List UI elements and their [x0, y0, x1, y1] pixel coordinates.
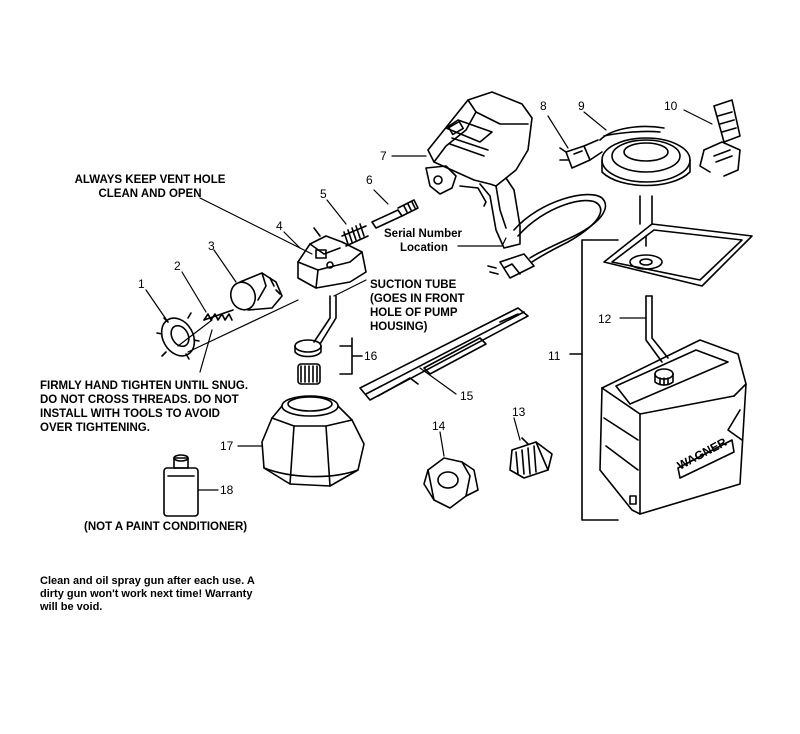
part-8-plug — [559, 139, 603, 169]
part-15-cleaning-tool — [359, 307, 529, 401]
part-18-oil-bottle — [163, 454, 199, 517]
suction-tube-note: SUCTION TUBE (GOES IN FRONT HOLE OF PUMP… — [370, 279, 465, 333]
part-number-12: 12 — [598, 312, 612, 326]
part-number-17: 17 — [220, 439, 234, 453]
part-number-11: 11 — [548, 349, 561, 363]
part-number-7: 7 — [380, 149, 387, 163]
part-10-latch — [699, 99, 741, 177]
part-number-1: 1 — [138, 277, 145, 291]
part-6-rod — [371, 199, 419, 229]
part-number-5: 5 — [320, 187, 327, 201]
tightening-warning: FIRMLY HAND TIGHTEN UNTIL SNUG. DO NOT C… — [40, 380, 249, 434]
part-14-clamp — [423, 457, 479, 509]
part-12-tube — [645, 295, 669, 363]
paint-conditioner-note: (NOT A PAINT CONDITIONER) — [84, 521, 248, 533]
power-cord — [487, 193, 607, 279]
part-11-lid — [603, 223, 753, 287]
part-number-16: 16 — [364, 349, 378, 363]
part-2-spring — [203, 309, 234, 321]
part-number-15: 15 — [460, 389, 474, 403]
part-number-3: 3 — [208, 239, 215, 253]
pump-housing — [599, 339, 747, 515]
part-4-front-housing — [297, 227, 367, 289]
care-instructions: Clean and oil spray gun after each use. … — [40, 575, 255, 613]
part-number-8: 8 — [540, 99, 547, 113]
part-number-4: 4 — [276, 219, 283, 233]
vent-hole-note: ALWAYS KEEP VENT HOLE CLEAN AND OPEN — [74, 174, 226, 200]
part-number-9: 9 — [578, 99, 585, 113]
part-1-nozzle-ring — [156, 312, 200, 360]
part-17-container — [261, 395, 365, 487]
part-13-valve — [509, 437, 553, 479]
part-7-gun-body — [425, 91, 533, 249]
bracket-11 — [569, 239, 619, 521]
part-3-nozzle — [229, 272, 283, 311]
part-number-2: 2 — [174, 259, 181, 273]
part-5-piston — [341, 223, 369, 247]
part-number-13: 13 — [512, 405, 526, 419]
leader-lines — [145, 109, 713, 491]
part-number-14: 14 — [432, 419, 446, 433]
part-number-18: 18 — [220, 483, 234, 497]
serial-number-note: Serial Number Location — [384, 228, 462, 254]
part-9-hose-coil — [599, 125, 691, 225]
part-16-filter — [294, 295, 363, 385]
part-number-6: 6 — [366, 173, 373, 187]
part-number-10: 10 — [664, 99, 678, 113]
